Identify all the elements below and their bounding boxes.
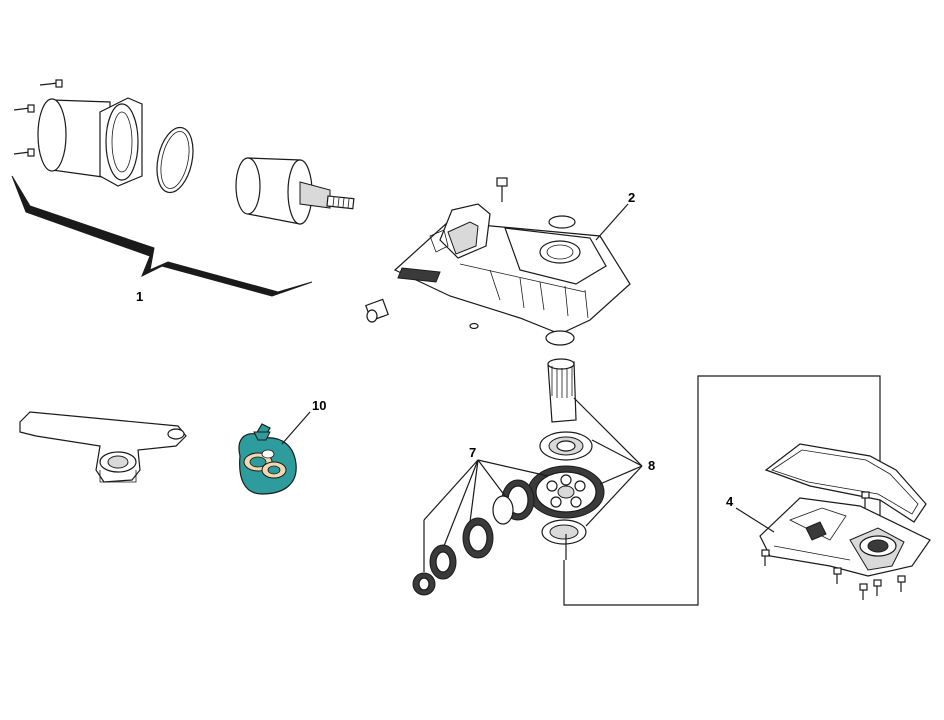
screw-left-3 bbox=[13, 148, 35, 157]
callout-2: 2 bbox=[628, 190, 635, 205]
small-gear bbox=[462, 517, 494, 559]
washer-small bbox=[412, 572, 436, 596]
bearing-lower bbox=[541, 519, 587, 545]
base-screws bbox=[761, 491, 906, 600]
screw-left-1 bbox=[39, 79, 63, 88]
leader-7 bbox=[423, 459, 549, 572]
assembly-bracket bbox=[11, 175, 313, 297]
callout-4: 4 bbox=[726, 494, 734, 509]
leader-2 bbox=[595, 203, 629, 241]
lever-arm[interactable] bbox=[19, 411, 187, 483]
splined-shaft bbox=[547, 358, 577, 423]
small-ring-top bbox=[548, 215, 576, 229]
o-ring bbox=[156, 126, 194, 194]
leader-10 bbox=[281, 411, 311, 445]
frame-box-4 bbox=[563, 375, 881, 606]
gear-bearing-set[interactable] bbox=[412, 431, 605, 596]
bearing-small bbox=[429, 544, 457, 580]
small-ring-bottom bbox=[545, 330, 575, 346]
gasket bbox=[764, 443, 927, 523]
leader-4 bbox=[735, 507, 775, 533]
side-plug bbox=[365, 298, 389, 323]
cover-screw bbox=[496, 177, 508, 202]
motor-housing bbox=[37, 97, 143, 187]
motor-assembly-part-1[interactable] bbox=[11, 79, 355, 297]
callout-1: 1 bbox=[136, 289, 143, 304]
bearing-upper bbox=[539, 431, 593, 461]
gearbox-cover-part-2[interactable] bbox=[365, 177, 631, 346]
base-housing-part-4[interactable] bbox=[735, 443, 931, 600]
cover-body bbox=[393, 203, 631, 335]
callout-7: 7 bbox=[469, 445, 476, 460]
callout-8: 8 bbox=[648, 458, 655, 473]
leader-8 bbox=[573, 397, 643, 527]
large-gear bbox=[527, 465, 605, 519]
screw-left-2 bbox=[13, 104, 35, 113]
intermediate-gear bbox=[492, 479, 535, 525]
base-housing bbox=[759, 497, 931, 577]
motor-armature bbox=[235, 157, 355, 225]
callout-10: 10 bbox=[312, 398, 326, 413]
hardware-bag-part-10[interactable] bbox=[238, 411, 311, 495]
small-washer bbox=[469, 322, 479, 330]
